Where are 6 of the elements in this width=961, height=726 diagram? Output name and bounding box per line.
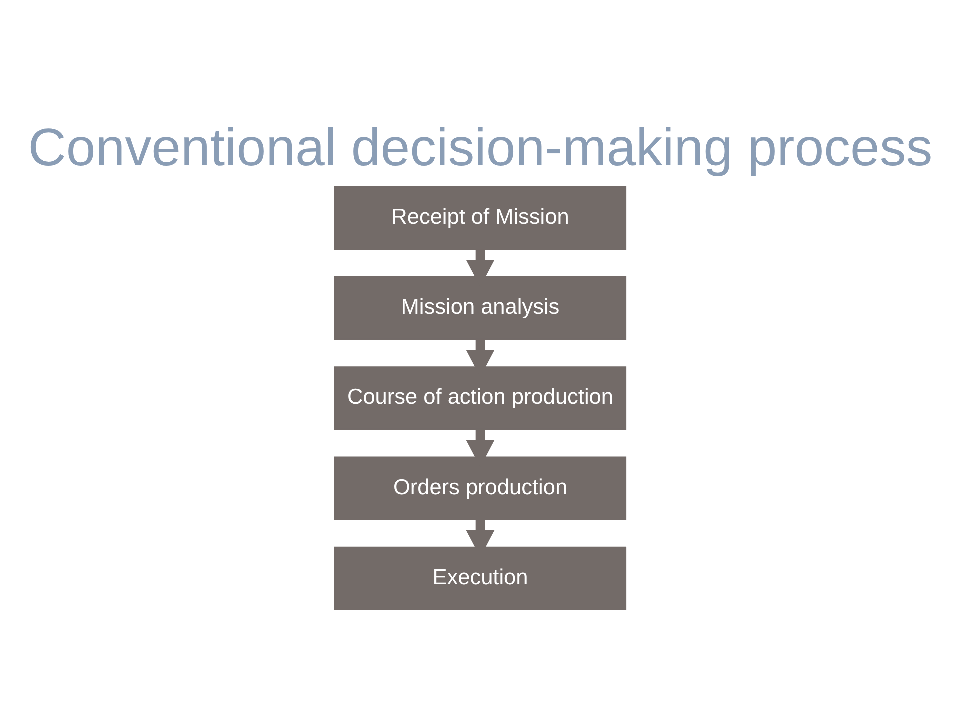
- node-box: Receipt of Mission: [334, 186, 627, 250]
- node-box: Course of action production: [334, 366, 627, 430]
- diagram-title: Conventional decision-making process: [28, 118, 933, 178]
- node-box: Execution: [334, 546, 627, 610]
- node-box: Orders production: [334, 456, 627, 520]
- node-box: Mission analysis: [334, 276, 627, 340]
